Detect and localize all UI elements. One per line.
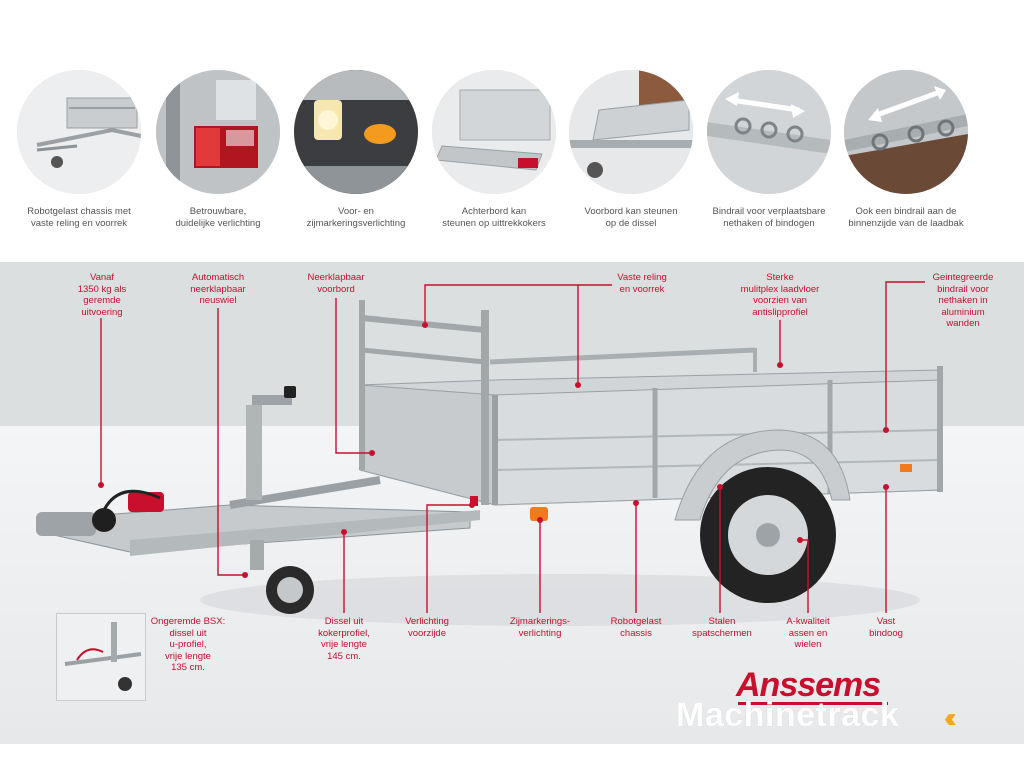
watermark-chevron-icon: ‹‹ [944,702,956,733]
watermark-text: Machinetrack [676,696,900,734]
bsx-inset-photo-icon [56,613,146,701]
bindrail-photo-icon [707,70,831,194]
callout-zijmarkering: Zijmarkerings-verlichting [509,616,571,639]
footer-strip [0,744,1024,768]
chassis-photo-icon [17,70,141,194]
feature-lighting: Betrouwbare,duidelijke verlichting [154,70,282,230]
brand-logo: Anssems [736,666,881,704]
frontboard-photo-icon [569,70,693,194]
feature-caption: Betrouwbare,duidelijke verlichting [175,206,261,229]
marker-light-photo-icon [294,70,418,194]
tailgate-photo-icon [432,70,556,194]
brand-underline [738,702,888,705]
rear-light-photo-icon [156,70,280,194]
inner-bindrail-photo-icon [844,70,968,194]
